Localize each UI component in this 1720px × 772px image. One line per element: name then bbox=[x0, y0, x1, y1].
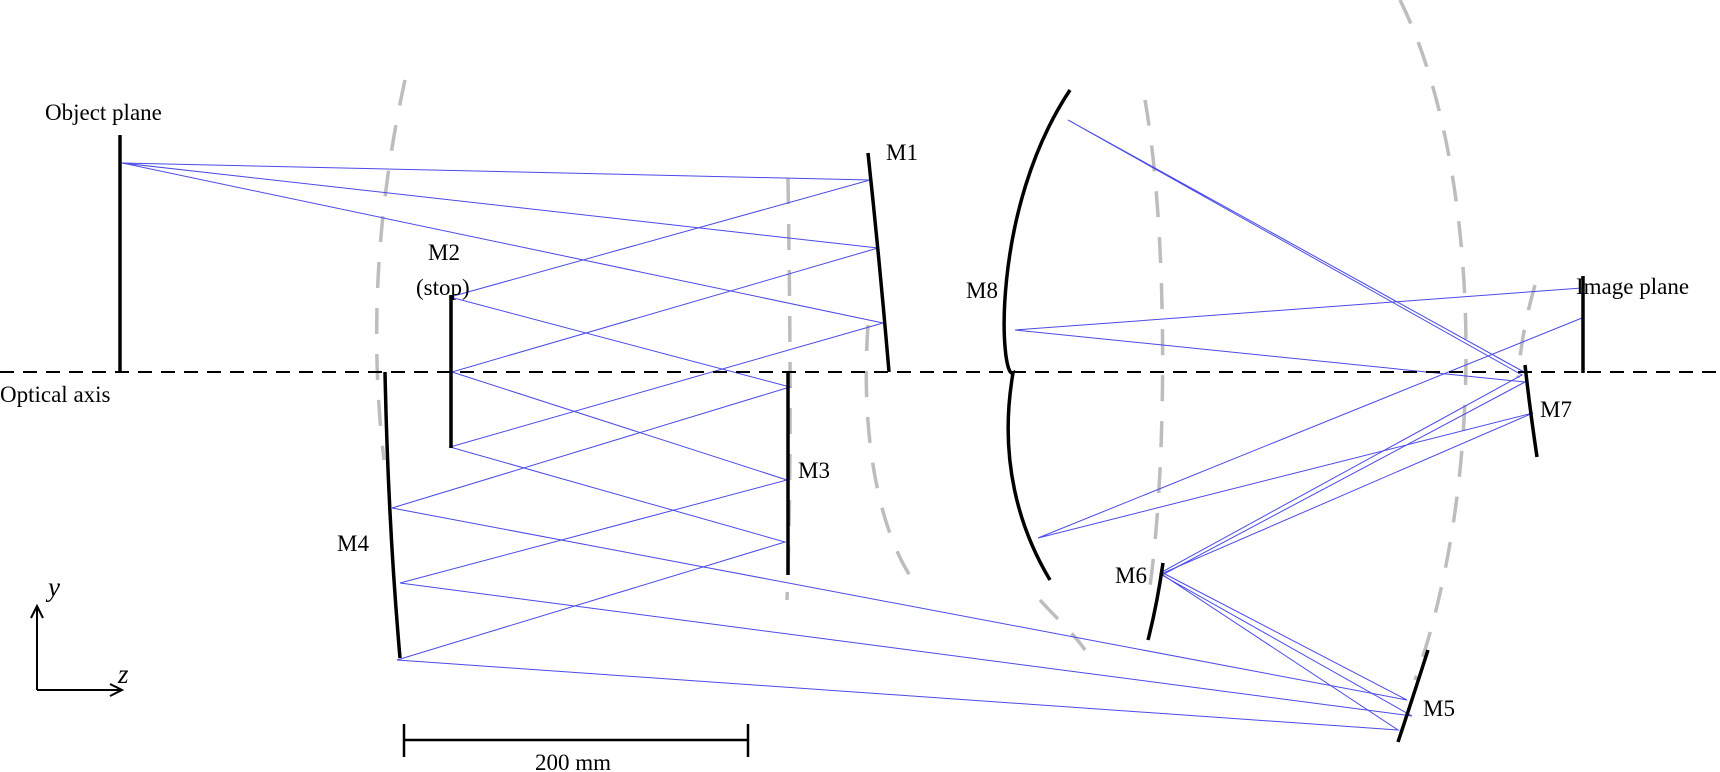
mirror-m5 bbox=[1396, 649, 1430, 743]
label-optical-axis: Optical axis bbox=[0, 382, 111, 407]
mirror-m8 bbox=[1002, 89, 1072, 581]
label-image-plane: Image plane bbox=[1576, 274, 1689, 299]
guide-arc-6 bbox=[1398, 0, 1468, 681]
axis-y-arrowhead bbox=[30, 603, 44, 619]
guide-arc-5 bbox=[1038, 598, 1087, 651]
ray-1 bbox=[121, 162, 1583, 701]
ray-2 bbox=[121, 162, 1583, 717]
mirror-m4 bbox=[383, 371, 402, 659]
label-axis-z: z bbox=[117, 659, 129, 689]
axis-z-arrowhead bbox=[109, 683, 125, 697]
label-m3: M3 bbox=[798, 458, 830, 483]
optical-elements bbox=[118, 89, 1585, 743]
mirror-m7 bbox=[1523, 364, 1539, 458]
label-axis-y: y bbox=[45, 572, 60, 602]
ray-3 bbox=[121, 119, 1525, 731]
guide-arc-7 bbox=[1516, 284, 1537, 379]
label-scale-bar: 200 mm bbox=[535, 750, 611, 772]
mirror-m6 bbox=[1146, 562, 1165, 641]
label-m1: M1 bbox=[886, 140, 918, 165]
guide-arc-4 bbox=[1143, 99, 1165, 601]
mirror-m1 bbox=[866, 152, 891, 373]
label-m2: M2 bbox=[428, 240, 460, 265]
scale-bar bbox=[402, 724, 750, 757]
label-m2-note: (stop) bbox=[416, 275, 470, 300]
coordinate-axes bbox=[30, 603, 125, 697]
ray-bundle bbox=[121, 119, 1583, 731]
guide-arcs bbox=[374, 0, 1537, 681]
label-m5: M5 bbox=[1423, 696, 1455, 721]
guide-arc-1 bbox=[374, 79, 407, 461]
label-object-plane: Object plane bbox=[45, 100, 162, 125]
label-m8: M8 bbox=[966, 278, 998, 303]
label-m7: M7 bbox=[1540, 397, 1572, 422]
guide-arc-3 bbox=[864, 324, 922, 592]
label-m6: M6 bbox=[1115, 563, 1147, 588]
label-m4: M4 bbox=[337, 531, 369, 556]
guide-arc-2 bbox=[785, 177, 792, 601]
